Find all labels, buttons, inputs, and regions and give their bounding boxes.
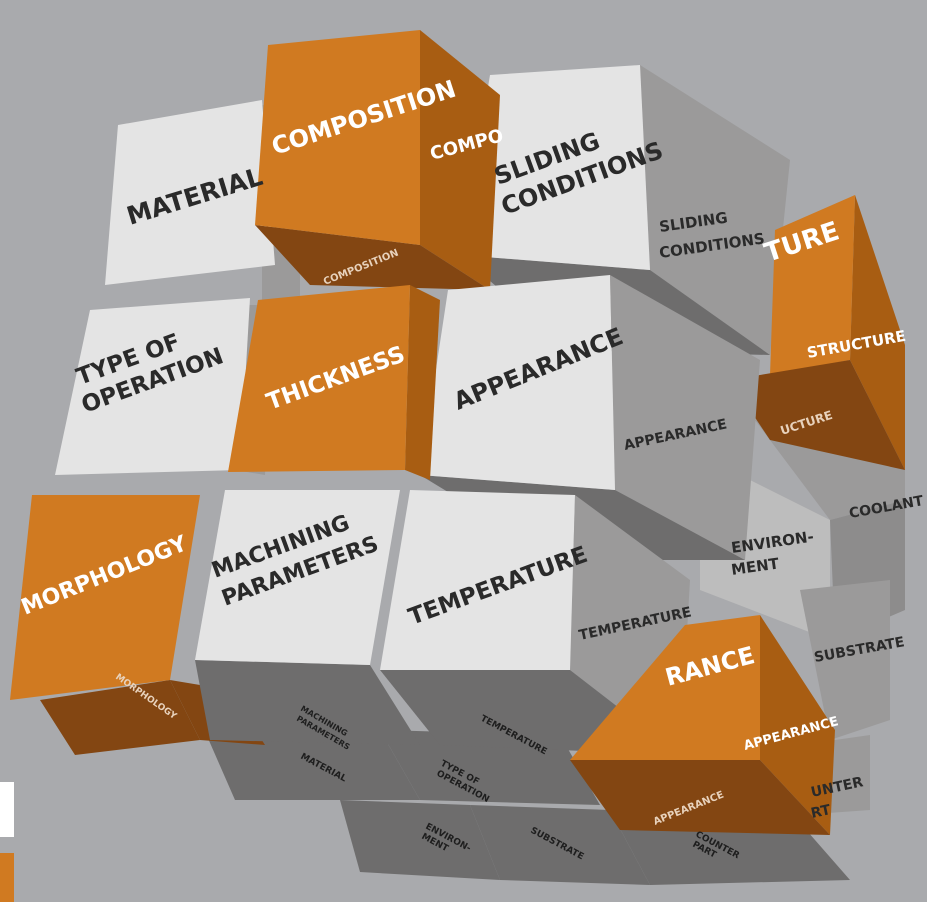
tile-substrate-side bbox=[800, 580, 890, 740]
tile-structure bbox=[730, 195, 905, 470]
tile-substrate-bottom bbox=[470, 805, 650, 885]
tile-morphology bbox=[10, 495, 265, 755]
tile-composition bbox=[255, 30, 500, 290]
corner-white-block bbox=[0, 782, 14, 837]
tile-machining-parameters bbox=[195, 490, 420, 745]
tile-environ-bottom bbox=[340, 800, 500, 880]
tile-appearance-orange bbox=[570, 615, 835, 835]
tile-thickness bbox=[228, 285, 440, 480]
corner-orange-block bbox=[0, 853, 14, 902]
label-counter-side-line2: RT bbox=[810, 802, 833, 822]
